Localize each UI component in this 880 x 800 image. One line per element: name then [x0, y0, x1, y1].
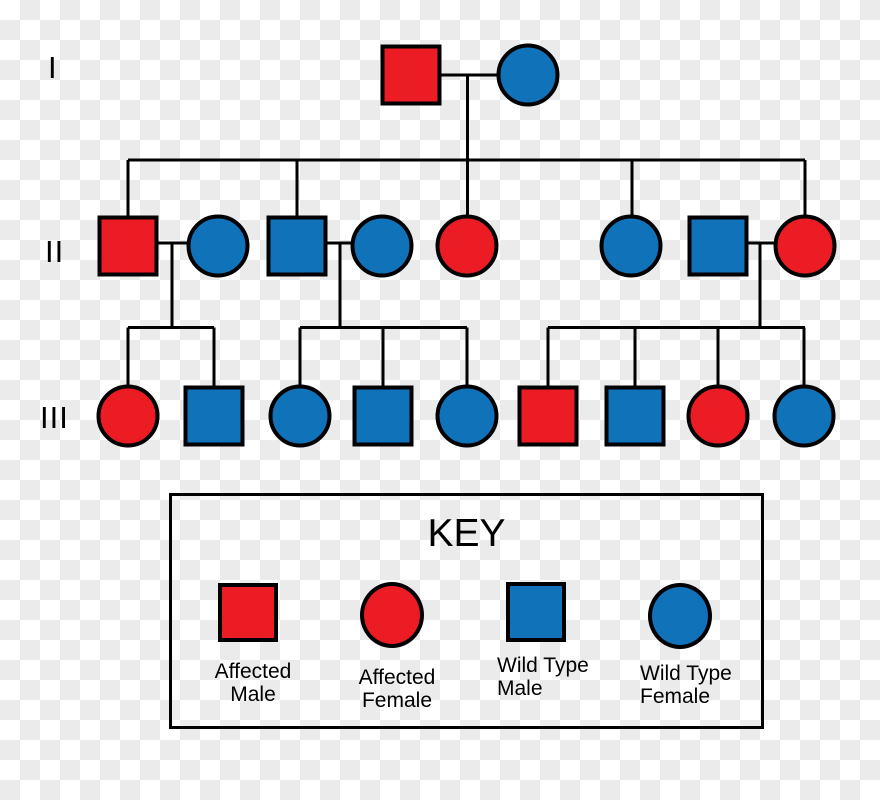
- individual-III-4-wild_type-male: [352, 385, 414, 447]
- individual-II-4-wild_type-female: [350, 214, 414, 278]
- generation-label-1: I: [48, 50, 58, 85]
- key-label-affected-female: Affected Female: [353, 666, 441, 712]
- key-label-wild-type-female: Wild Type Female: [640, 662, 732, 708]
- key-legend-box: KEY: [169, 493, 764, 729]
- individual-III-5-wild_type-female: [435, 384, 499, 448]
- generation-label-2: II: [45, 234, 65, 269]
- key-label-line: Wild Type: [497, 654, 589, 677]
- wild-type-female-symbol: [648, 583, 712, 649]
- individual-III-7-wild_type-male: [604, 385, 666, 447]
- key-label-affected-male: Affected Male: [211, 660, 295, 706]
- individual-II-6-wild_type-female: [599, 214, 663, 278]
- key-label-line: Wild Type: [640, 662, 732, 685]
- individual-II-8-affected-female: [773, 214, 837, 278]
- individual-III-1-affected-female: [96, 384, 160, 448]
- individual-I-1-affected-male: [380, 44, 442, 106]
- key-label-line: Affected: [214, 660, 292, 683]
- individual-II-5-affected-female: [435, 214, 499, 278]
- key-label-line: Male: [230, 683, 276, 706]
- key-label-line: Male: [497, 677, 543, 700]
- individual-III-9-wild_type-female: [772, 384, 836, 448]
- individual-I-2-wild_type-female: [496, 43, 560, 107]
- individual-III-3-wild_type-female: [268, 384, 332, 448]
- individual-III-6-affected-male: [517, 385, 579, 447]
- individual-II-1-affected-male: [97, 215, 159, 277]
- key-label-wild-type-male: Wild Type Male: [497, 654, 589, 700]
- generation-label-3: III: [40, 400, 69, 435]
- affected-male-symbol: [218, 583, 278, 642]
- key-label-line: Affected: [358, 666, 436, 689]
- individual-III-2-wild_type-male: [183, 385, 245, 447]
- wild-type-male-symbol: [506, 582, 566, 642]
- individual-II-2-wild_type-female: [186, 214, 250, 278]
- key-label-line: Female: [361, 689, 433, 712]
- individual-III-8-affected-female: [686, 384, 750, 448]
- key-label-line: Female: [640, 685, 711, 708]
- key-title: KEY: [427, 512, 506, 555]
- affected-female-symbol: [360, 582, 424, 648]
- individual-II-3-wild_type-male: [266, 215, 328, 277]
- individual-II-7-wild_type-male: [687, 215, 749, 277]
